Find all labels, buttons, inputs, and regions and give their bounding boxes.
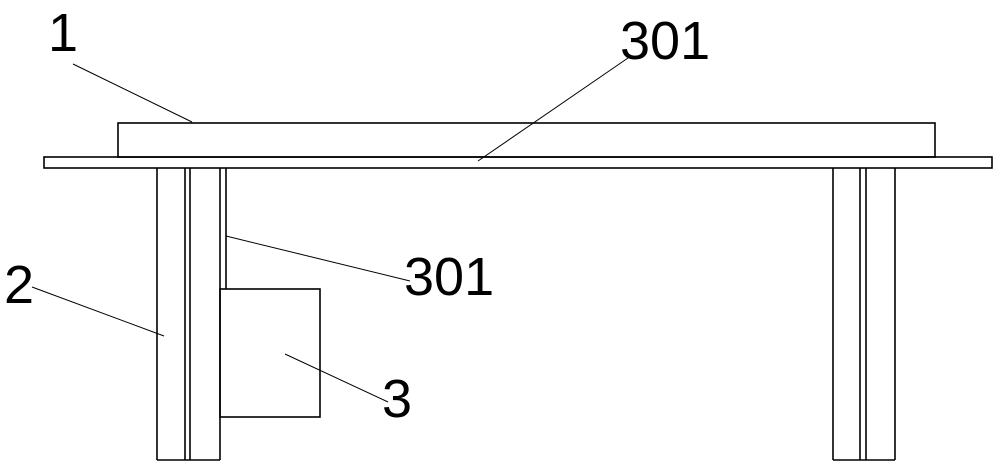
label-part-1: 1 xyxy=(48,3,79,63)
left-leg xyxy=(156,168,221,461)
label-part-301-top: 301 xyxy=(620,11,711,71)
right-leg xyxy=(832,168,896,461)
label-part-3: 3 xyxy=(382,369,413,429)
leader-2 xyxy=(31,286,165,337)
label-part-301-side: 301 xyxy=(404,247,495,307)
leader-301-side xyxy=(225,235,411,282)
leader-301-top xyxy=(477,57,629,162)
base-board xyxy=(43,156,993,169)
box-part xyxy=(219,288,321,418)
label-part-2: 2 xyxy=(4,255,35,315)
leader-3 xyxy=(284,353,389,403)
leader-1 xyxy=(72,63,193,123)
